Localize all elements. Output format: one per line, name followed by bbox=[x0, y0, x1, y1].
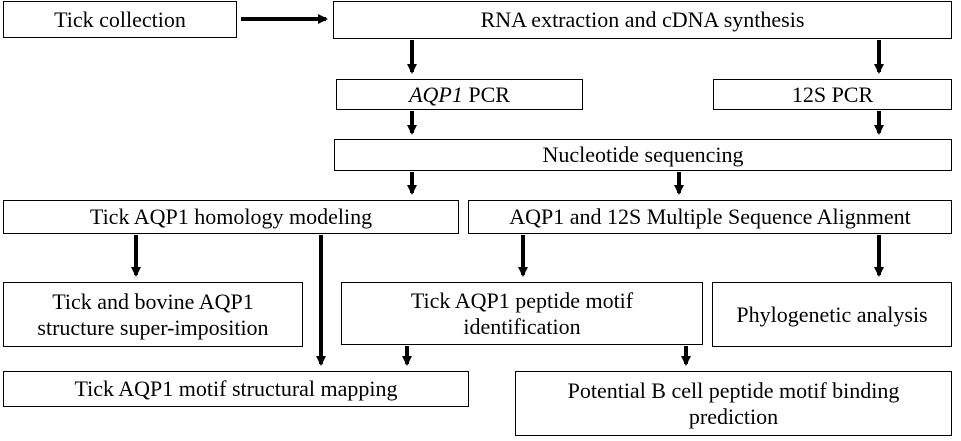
motif-identification-line2: identification bbox=[463, 313, 581, 339]
node-bcell-prediction: Potential B cell peptide motif binding p… bbox=[515, 371, 952, 436]
node-phylogenetic: Phylogenetic analysis bbox=[712, 282, 952, 347]
node-aqp1-pcr: AQP1 PCR bbox=[336, 79, 583, 110]
structural-mapping-label: Tick AQP1 motif structural mapping bbox=[74, 376, 398, 402]
node-structural-mapping: Tick AQP1 motif structural mapping bbox=[3, 371, 469, 407]
superimposition-line2: structure super-imposition bbox=[37, 314, 269, 340]
aqp1-pcr-suffix: PCR bbox=[462, 81, 510, 107]
node-homology-modeling: Tick AQP1 homology modeling bbox=[3, 200, 459, 234]
motif-identification-label: Tick AQP1 peptide motif identification bbox=[411, 288, 633, 339]
node-superimposition: Tick and bovine AQP1 structure super-imp… bbox=[3, 282, 303, 347]
msa-label: AQP1 and 12S Multiple Sequence Alignment bbox=[509, 204, 911, 230]
bcell-prediction-line2: prediction bbox=[688, 403, 779, 429]
node-msa: AQP1 and 12S Multiple Sequence Alignment bbox=[468, 200, 952, 234]
homology-modeling-label: Tick AQP1 homology modeling bbox=[89, 204, 373, 230]
motif-identification-line1: Tick AQP1 peptide motif bbox=[410, 288, 634, 314]
node-motif-identification: Tick AQP1 peptide motif identification bbox=[341, 282, 703, 345]
node-rna-extraction: RNA extraction and cDNA synthesis bbox=[333, 1, 952, 39]
aqp1-gene-name: AQP1 bbox=[409, 81, 463, 107]
nucleotide-sequencing-label: Nucleotide sequencing bbox=[542, 142, 744, 168]
node-tick-collection: Tick collection bbox=[3, 1, 237, 38]
tick-collection-label: Tick collection bbox=[54, 6, 186, 32]
superimposition-label: Tick and bovine AQP1 structure super-imp… bbox=[37, 289, 268, 340]
bcell-prediction-label: Potential B cell peptide motif binding p… bbox=[568, 378, 900, 429]
node-12s-pcr: 12S PCR bbox=[713, 79, 952, 110]
rna-extraction-label: RNA extraction and cDNA synthesis bbox=[480, 7, 805, 33]
phylogenetic-label: Phylogenetic analysis bbox=[736, 301, 928, 327]
node-nucleotide-sequencing: Nucleotide sequencing bbox=[334, 139, 952, 171]
aqp1-pcr-label: AQP1 PCR bbox=[409, 82, 510, 107]
12s-pcr-label: 12S PCR bbox=[791, 81, 874, 107]
bcell-prediction-line1: Potential B cell peptide motif binding bbox=[567, 378, 900, 404]
superimposition-line1: Tick and bovine AQP1 bbox=[52, 289, 254, 315]
